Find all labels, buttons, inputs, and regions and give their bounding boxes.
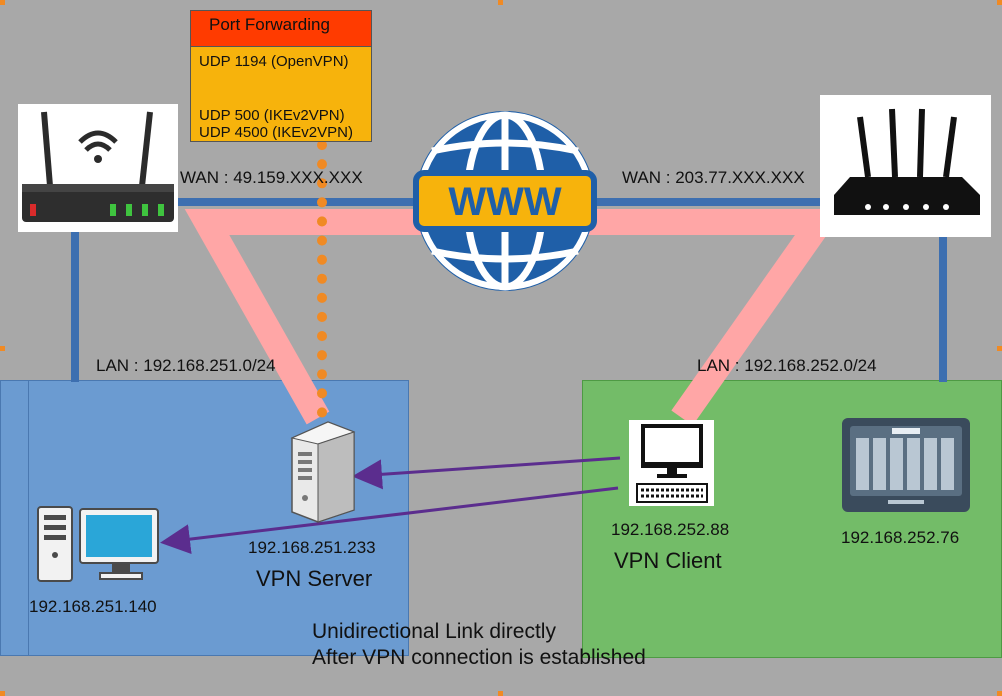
port-forwarding-title: Port Forwarding <box>191 11 371 47</box>
left-router <box>18 104 178 232</box>
left-lan-panel-divider <box>28 380 409 656</box>
link-arrow-to-pc <box>160 486 619 555</box>
selection-handle[interactable] <box>0 0 5 5</box>
selection-handle[interactable] <box>498 691 503 696</box>
selection-handle[interactable] <box>997 346 1002 351</box>
right-lan-label: LAN : 192.168.252.0/24 <box>697 356 877 375</box>
right-router <box>820 95 991 237</box>
monitor-keyboard-icon <box>636 424 708 503</box>
vpn-client-ip: 192.168.252.88 <box>611 520 730 539</box>
server-icon <box>290 421 356 523</box>
globe-icon: WWW <box>413 111 597 291</box>
selection-handle[interactable] <box>0 346 5 351</box>
nas-ip: 192.168.252.76 <box>841 528 960 547</box>
link-arrow-to-server <box>352 456 621 490</box>
left-wan-label: WAN : 49.159.XXX.XXX <box>180 168 363 187</box>
selection-handle[interactable] <box>0 691 5 696</box>
left-lan-label: LAN : 192.168.251.0/24 <box>96 356 276 375</box>
vpn-client-label: VPN Client <box>614 548 722 573</box>
vpn-client-computer <box>629 420 714 506</box>
port-rule-ike500: UDP 500 (IKEv2VPN) <box>199 107 345 124</box>
vpn-server-label: VPN Server <box>256 566 373 591</box>
selection-handle[interactable] <box>498 0 503 5</box>
router-icon <box>22 111 174 222</box>
selection-handle[interactable] <box>997 691 1002 696</box>
pc-ip: 192.168.251.140 <box>29 597 157 616</box>
port-rule-openvpn: UDP 1194 (OpenVPN) <box>199 53 349 70</box>
right-wan-label: WAN : 203.77.XXX.XXX <box>622 168 805 187</box>
www-label: WWW <box>448 180 562 224</box>
note-line-2: After VPN connection is established <box>312 646 646 669</box>
router-icon <box>834 108 980 215</box>
note-line-1: Unidirectional Link directly <box>312 620 556 643</box>
port-rule-ike4500: UDP 4500 (IKEv2VPN) <box>199 124 353 141</box>
nas-icon <box>842 418 970 512</box>
vpn-server-ip: 192.168.251.233 <box>248 538 376 557</box>
port-forwarding-box: Port Forwarding UDP 1194 (OpenVPN) UDP 5… <box>190 10 372 142</box>
selection-handle[interactable] <box>997 0 1002 5</box>
desktop-pc-icon <box>37 506 159 582</box>
